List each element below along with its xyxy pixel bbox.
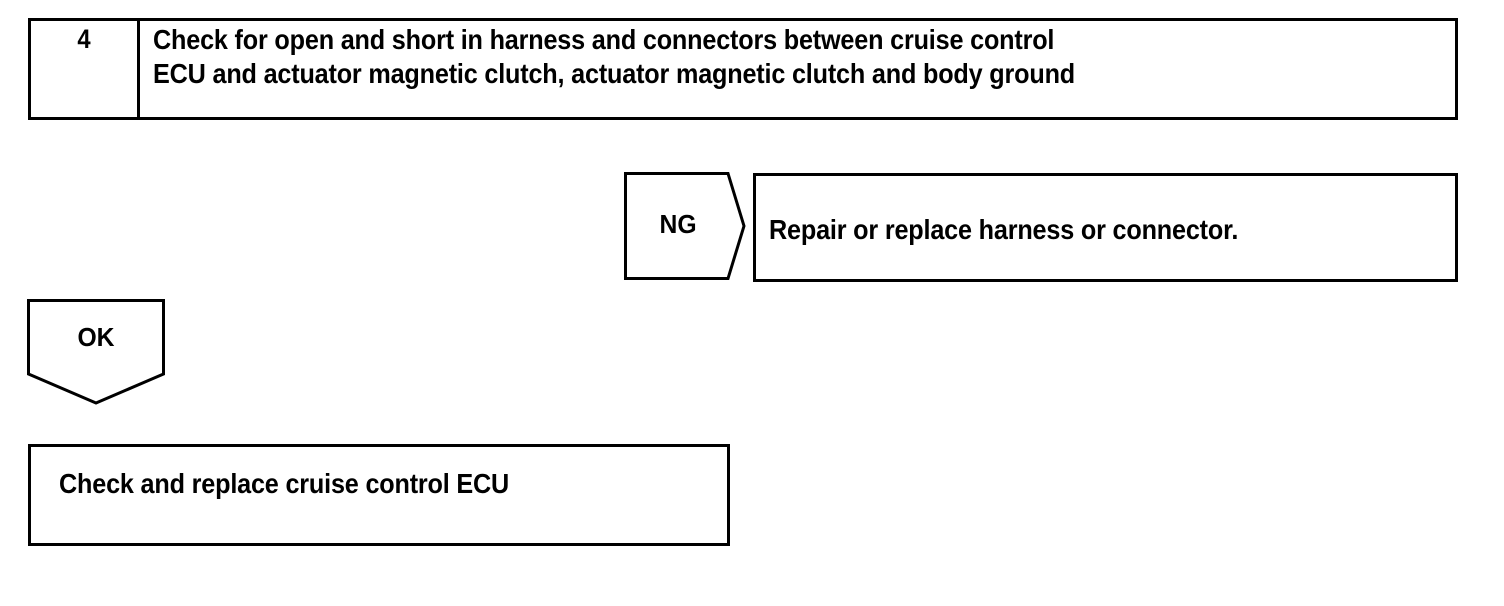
ng-branch-label: NG <box>659 209 697 239</box>
step-instruction-line-1: Check for open and short in harness and … <box>153 24 1055 55</box>
ng-result-text: Repair or replace harness or connector. <box>769 214 1239 245</box>
step-number-cell: 4 <box>31 21 140 117</box>
step-instruction-cell: Check for open and short in harness and … <box>143 21 1455 117</box>
ok-arrow-down-icon <box>27 299 165 405</box>
ng-result-box: Repair or replace harness or connector. <box>753 173 1458 282</box>
ok-branch-label: OK <box>77 322 115 352</box>
ng-arrow-right-icon <box>624 172 746 280</box>
final-action-box: Check and replace cruise control ECU <box>28 444 730 546</box>
step-instruction-line-2: ECU and actuator magnetic clutch, actuat… <box>153 58 1076 89</box>
step-number: 4 <box>77 24 91 54</box>
step-row-4: 4 Check for open and short in harness an… <box>28 18 1458 120</box>
final-action-text: Check and replace cruise control ECU <box>59 468 510 499</box>
